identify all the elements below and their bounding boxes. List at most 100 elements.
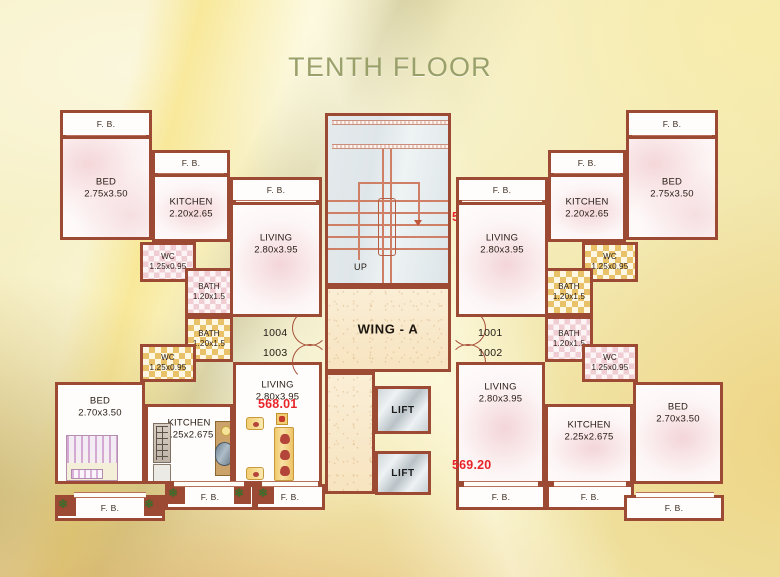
room-label: BED 2.75x3.50 bbox=[650, 176, 694, 200]
armchair-furniture bbox=[246, 467, 264, 480]
fb-label: F. B. bbox=[200, 492, 220, 502]
room-wc-top-left: WC 1.25x0.95 bbox=[140, 242, 196, 282]
kitchen-counter-furniture bbox=[153, 423, 171, 463]
fb-label: F. B. bbox=[491, 492, 511, 502]
area-figure-right-bottom: 569.20 bbox=[452, 458, 492, 472]
balcony-top-left-bed: F. B. bbox=[60, 110, 152, 138]
room-bed-top-right: BED 2.75x3.50 bbox=[626, 136, 718, 240]
lift-lobby-passage bbox=[325, 372, 375, 494]
room-kitchen-top-right: KITCHEN 2.20x2.65 bbox=[548, 174, 626, 242]
room-label: BATH 1.20x1.5 bbox=[192, 282, 226, 301]
fb-label: F. B. bbox=[580, 492, 600, 502]
room-label: BED 2.70x3.50 bbox=[78, 395, 122, 419]
window-marker bbox=[262, 481, 318, 487]
wing-lobby: WING - A bbox=[325, 286, 451, 372]
stair-tread bbox=[328, 200, 448, 202]
armchair-cushion bbox=[253, 422, 259, 427]
room-label: BED 2.70x3.50 bbox=[656, 401, 700, 425]
room-living-bottom-left: LIVING 2.80x3.95 bbox=[233, 362, 322, 484]
window-marker bbox=[74, 492, 146, 498]
flat-number-1001: 1001 bbox=[478, 327, 503, 339]
stair-landing-rail bbox=[332, 144, 448, 149]
room-living-top-left: LIVING 2.80x3.95 bbox=[230, 202, 322, 317]
fb-label: F. B. bbox=[577, 158, 597, 168]
room-wc-bottom-right: WC 1.25x0.95 bbox=[582, 344, 638, 382]
stair-tread bbox=[328, 248, 448, 250]
planter-box bbox=[144, 498, 162, 516]
room-bath-top-right: BATH 1.20x1.5 bbox=[545, 268, 593, 316]
room-label: KITCHEN 2.20x2.65 bbox=[169, 196, 213, 220]
planter-box bbox=[168, 487, 185, 504]
lift-shaft-upper[interactable]: LIFT bbox=[375, 386, 431, 434]
window-marker bbox=[554, 481, 626, 487]
fb-label: F. B. bbox=[181, 158, 201, 168]
counter-tiles bbox=[156, 426, 168, 460]
lift-label: LIFT bbox=[391, 467, 415, 479]
stair-up-label: UP bbox=[354, 262, 368, 272]
planter-box bbox=[258, 487, 274, 504]
room-label: LIVING 2.80x3.95 bbox=[254, 232, 298, 256]
room-bed-top-left: BED 2.75x3.50 bbox=[60, 136, 152, 240]
room-label: KITCHEN 2.25x2.675 bbox=[564, 419, 614, 443]
fb-label: F. B. bbox=[100, 503, 120, 513]
planter-box bbox=[58, 498, 76, 516]
fb-label: F. B. bbox=[664, 503, 684, 513]
flat-number-1004: 1004 bbox=[263, 327, 288, 339]
armchair-furniture bbox=[246, 417, 264, 430]
lift-shaft-lower[interactable]: LIFT bbox=[375, 451, 431, 495]
planter-box bbox=[234, 487, 251, 504]
plant-icon: ❄ bbox=[58, 497, 69, 511]
stair-rail bbox=[358, 182, 420, 184]
stair-tread bbox=[328, 236, 448, 238]
tv-screen bbox=[215, 442, 230, 466]
fb-label: F. B. bbox=[266, 185, 286, 195]
tv-unit-furniture bbox=[215, 421, 230, 476]
stair-landing-rail bbox=[332, 120, 448, 125]
page-title: TENTH FLOOR bbox=[288, 52, 492, 82]
wing-label: WING - A bbox=[357, 321, 419, 337]
door-swing-1004 bbox=[292, 310, 328, 346]
staircase: UP bbox=[325, 113, 451, 286]
bed-furniture bbox=[66, 435, 118, 481]
room-living-top-right: LIVING 2.80x3.95 bbox=[456, 202, 548, 317]
balcony-bottom-right-bed: F. B. bbox=[624, 495, 724, 521]
sofa-cushion bbox=[280, 450, 290, 460]
window-marker bbox=[636, 492, 714, 498]
room-label: BATH 1.20x1.5 bbox=[552, 282, 586, 301]
side-table-furniture bbox=[276, 413, 288, 425]
room-wc-bottom-left: WC 1.25x0.95 bbox=[140, 344, 196, 382]
room-label: BED 2.75x3.50 bbox=[84, 176, 128, 200]
plant-icon: ❄ bbox=[144, 497, 155, 511]
fb-label: F. B. bbox=[96, 119, 116, 129]
stair-well-opening bbox=[378, 198, 396, 256]
bed-pillow bbox=[71, 469, 103, 479]
area-figure-left-bottom: 568.01 bbox=[258, 397, 298, 411]
kitchen-sink-furniture bbox=[153, 464, 171, 481]
fb-label: F. B. bbox=[662, 119, 682, 129]
window-marker bbox=[174, 481, 244, 487]
room-label: WC 1.25x0.95 bbox=[149, 353, 187, 372]
stair-tread bbox=[328, 212, 448, 214]
lamp-icon bbox=[221, 426, 230, 436]
lift-label: LIFT bbox=[391, 404, 415, 416]
balcony-top-left-kitchen: F. B. bbox=[152, 150, 230, 176]
balcony-bottom-right-kitchen: F. B. bbox=[546, 484, 634, 510]
bed-linen-pattern bbox=[67, 436, 117, 464]
room-bed-bottom-right: BED 2.70x3.50 bbox=[633, 382, 723, 484]
stair-tread bbox=[328, 224, 448, 226]
armchair-cushion bbox=[253, 472, 259, 477]
room-bath-top-left: BATH 1.20x1.5 bbox=[185, 268, 233, 316]
flat-number-1002: 1002 bbox=[478, 347, 503, 359]
stair-rail bbox=[358, 182, 360, 260]
room-living-bottom-right: LIVING 2.80x3.95 bbox=[456, 362, 545, 484]
fb-label: F. B. bbox=[492, 185, 512, 195]
down-arrow-icon bbox=[414, 220, 422, 226]
window-marker bbox=[464, 481, 538, 487]
room-kitchen-top-left: KITCHEN 2.20x2.65 bbox=[152, 174, 230, 242]
door-swing-1003 bbox=[292, 344, 328, 380]
room-label: LIVING 2.80x3.95 bbox=[478, 381, 523, 405]
room-label: LIVING 2.80x3.95 bbox=[480, 232, 524, 256]
room-kitchen-bottom-right: KITCHEN 2.25x2.675 bbox=[545, 404, 633, 484]
sofa-cushion bbox=[280, 434, 290, 444]
